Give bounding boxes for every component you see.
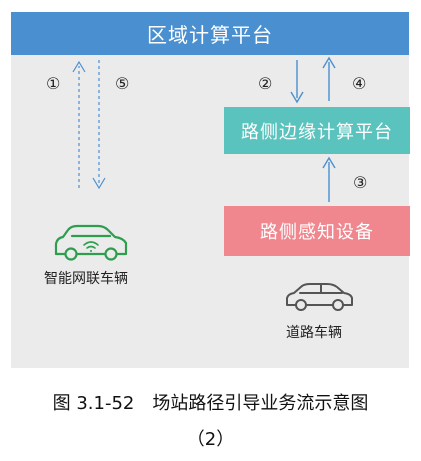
- step-3-marker: ③: [353, 173, 368, 192]
- solid-arrow-up: [322, 56, 336, 101]
- regional-computing-platform-label: 区域计算平台: [147, 23, 273, 47]
- road-car-icon: [286, 283, 353, 311]
- figure-caption: 图 3.1-52 场站路径引导业务流示意图: [52, 393, 369, 414]
- dashed-arrow-up: [72, 60, 86, 188]
- roadside-sensing-device-label: 路侧感知设备: [260, 222, 374, 243]
- solid-arrow-down: [290, 60, 304, 104]
- regional-computing-platform: 区域计算平台: [11, 12, 409, 55]
- step-4-marker: ④: [352, 74, 367, 93]
- roadside-edge-computing-platform-label: 路侧边缘计算平台: [241, 121, 393, 143]
- figure-caption-subnumber: （2）: [186, 429, 235, 450]
- step-5-marker: ⑤: [115, 74, 130, 93]
- dashed-arrow-down: [92, 60, 106, 190]
- roadside-edge-computing-platform: 路侧边缘计算平台: [224, 107, 410, 154]
- roadside-sensing-device: 路侧感知设备: [224, 206, 410, 256]
- step-1-marker: ①: [46, 74, 61, 93]
- road-vehicle-label: 道路车辆: [286, 325, 342, 341]
- step-2-marker: ②: [258, 74, 273, 93]
- connected-vehicle-label: 智能网联车辆: [44, 271, 128, 287]
- connected-car-icon: [54, 224, 128, 261]
- solid-arrow-sensing-to-edge: [322, 156, 336, 202]
